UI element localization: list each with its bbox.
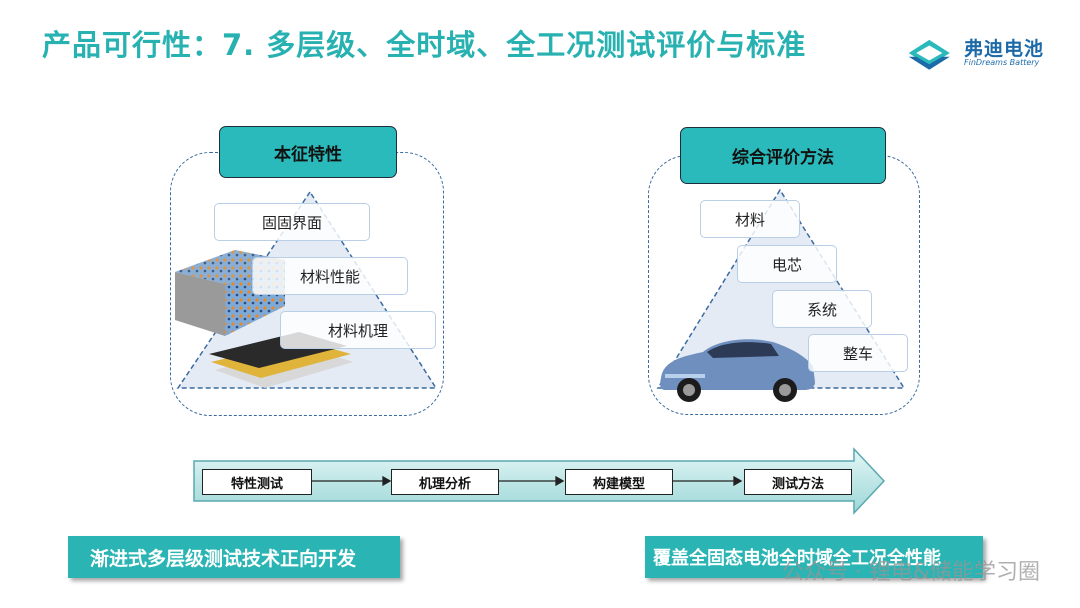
flow-step-mechanism-analysis: 机理分析: [391, 469, 499, 495]
banner-full-coverage: 覆盖全固态电池全时域全工况全性能: [645, 536, 983, 578]
flow-step-model-building: 构建模型: [565, 469, 673, 495]
banner-progressive-development: 渐进式多层级测试技术正向开发: [68, 536, 400, 578]
watermark-text: 公众号 · 锂电&储能学习圈: [781, 560, 1040, 585]
findreams-logo-icon: [908, 39, 950, 70]
intrinsic-item-material-performance: 材料性能: [252, 257, 408, 295]
flow-step-test-method: 测试方法: [744, 469, 852, 495]
evaluation-header: 综合评价方法: [680, 127, 886, 184]
intrinsic-item-material-mechanism: 材料机理: [280, 311, 436, 349]
logo-name-en: FinDreams Battery: [964, 58, 1040, 67]
slide-title: 产品可行性：7. 多层级、全时域、全工况测试评价与标准: [42, 28, 807, 62]
evaluation-item-cell: 电芯: [737, 245, 837, 283]
flow-step-property-testing: 特性测试: [202, 469, 312, 495]
evaluation-item-material: 材料: [700, 200, 800, 238]
intrinsic-header: 本征特性: [219, 126, 397, 178]
electric-car-image: [660, 339, 815, 402]
intrinsic-item-interface: 固固界面: [214, 203, 370, 241]
logo-name-cn: 弗迪电池: [964, 38, 1045, 60]
process-arrow-shape: [193, 447, 886, 515]
evaluation-item-vehicle: 整车: [808, 334, 908, 372]
evaluation-item-system: 系统: [772, 290, 872, 328]
